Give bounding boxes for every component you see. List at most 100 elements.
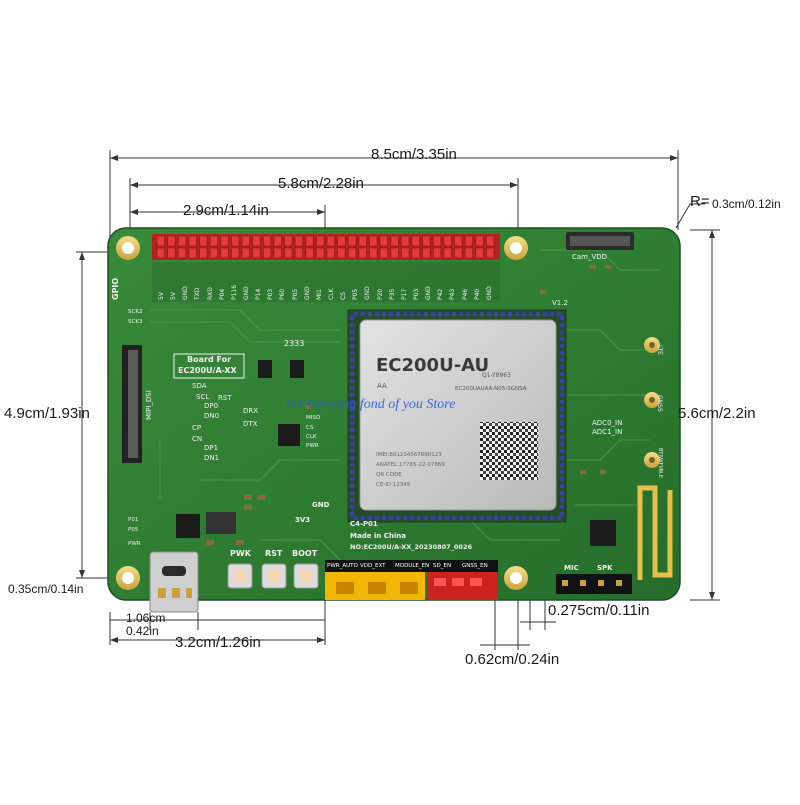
module-pad [349, 329, 355, 335]
header-pin [273, 247, 282, 259]
header-pin [432, 247, 442, 259]
header-pin [486, 235, 495, 247]
module-line2: AA [377, 382, 387, 390]
module-pad [486, 515, 492, 521]
header-pin [231, 247, 240, 259]
header-pin [390, 235, 399, 247]
module-pad [528, 515, 534, 521]
header-pin [167, 247, 176, 259]
pin-label: 5V [158, 292, 165, 300]
part-code: 2333 [284, 339, 305, 348]
module-pad [423, 311, 429, 317]
module-pad [402, 311, 408, 317]
module-line7: QR CODE [376, 472, 402, 478]
silk-sda: SDA [192, 382, 207, 390]
header-pin [369, 247, 378, 259]
module-pad [349, 322, 355, 328]
jumper-pitch-dimension: 0.275cm/0.11in [548, 602, 650, 619]
header-pin [443, 247, 452, 259]
header-pin [316, 235, 325, 247]
module-pad [349, 392, 355, 398]
module-pad [559, 336, 565, 342]
silk-scl: SCL [196, 393, 210, 401]
switch-label-module-en: MODULE_EN [395, 563, 430, 569]
header-pin [358, 247, 367, 259]
header-pin [156, 247, 165, 259]
header-pin [262, 235, 272, 247]
header-pin [252, 247, 261, 259]
module-pad [349, 364, 355, 370]
ec200u-module [347, 309, 567, 523]
module-pad [374, 311, 380, 317]
module-pad [444, 515, 450, 521]
header-pin [369, 235, 378, 247]
module-pad [559, 413, 565, 419]
silk-cs: CS [306, 425, 314, 431]
module-pad [409, 515, 415, 521]
pin-label: P14 [255, 288, 263, 300]
module-name: EC200U-AU [376, 355, 490, 376]
module-pad [559, 420, 565, 426]
antenna-connectors [644, 337, 660, 468]
module-pad [451, 311, 457, 317]
module-pad [559, 462, 565, 468]
header-pin [326, 247, 335, 259]
pin-label: CLK [328, 288, 335, 300]
module-pad [559, 357, 565, 363]
module-pad [472, 515, 478, 521]
module-line3: Q1-Y8963 [482, 372, 511, 379]
module-pad [353, 311, 359, 317]
silk-p01: P01 [128, 517, 139, 523]
module-pad [349, 434, 355, 440]
header-pin [475, 247, 484, 259]
module-pad [472, 311, 478, 317]
module-pad [451, 515, 457, 521]
module-pad [349, 504, 355, 510]
adc1-label: ADC1_IN [592, 428, 623, 436]
header-pin [326, 235, 335, 247]
gpio-label: GPIO [111, 277, 120, 300]
module-pad [542, 515, 548, 521]
module-pad [367, 311, 373, 317]
module-pad [465, 311, 471, 317]
module-pad [535, 311, 541, 317]
header-pin [284, 247, 293, 259]
header-pin [209, 235, 219, 247]
header-pin [156, 235, 165, 247]
module-pad [535, 515, 541, 521]
module-pad [409, 311, 415, 317]
header-pin [401, 235, 410, 247]
module-pad [349, 476, 355, 482]
module-pad [349, 420, 355, 426]
header-pin [241, 247, 250, 259]
module-pad [559, 350, 565, 356]
pin-label: GND [303, 286, 311, 300]
header-pin [486, 247, 495, 259]
inductor [206, 512, 236, 534]
module-pad [479, 515, 485, 521]
pin-label: P17 [400, 288, 408, 300]
module-pad [559, 504, 565, 510]
module-pad [559, 455, 565, 461]
module-pad [559, 364, 565, 370]
module-pad [367, 515, 373, 521]
mic-spk-header [556, 574, 632, 594]
module-pad [559, 476, 565, 482]
module-pad [349, 385, 355, 391]
mic-label: MIC [564, 564, 579, 572]
regulator-chip [176, 514, 200, 538]
module-pad [349, 462, 355, 468]
silk-cp: CP [192, 424, 202, 432]
module-pad [349, 406, 355, 412]
pin-label: P43 [449, 288, 457, 300]
module-pad [349, 315, 355, 321]
module-pad [559, 315, 565, 321]
pin-label: GND [425, 286, 433, 300]
c4-label: C4-P01 [350, 520, 378, 528]
header-pin [358, 235, 367, 247]
module-pad [559, 399, 565, 405]
silk-miso: MISO [306, 415, 321, 421]
pin-label: RXD [206, 287, 214, 300]
module-pad [349, 497, 355, 503]
header-pin [167, 235, 176, 247]
